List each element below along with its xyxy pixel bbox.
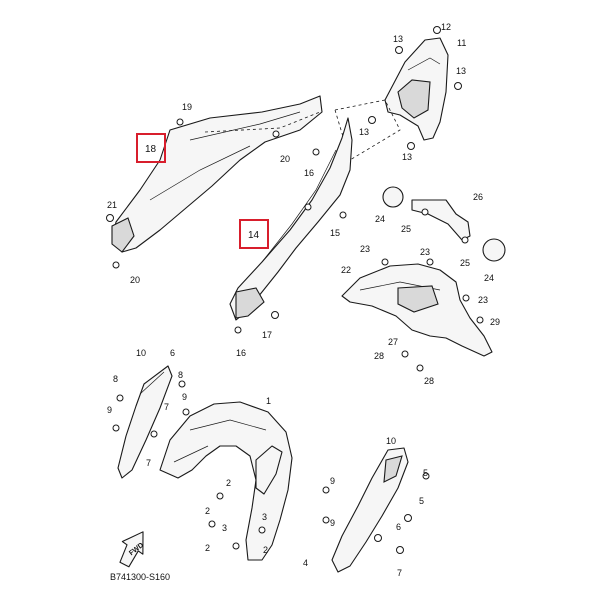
callout-1: 1: [266, 396, 271, 406]
callout-8: 8: [178, 370, 183, 380]
callout-labels: 12 11 13 13 13 13 19 20 16 21 20 15 16 1…: [107, 22, 500, 578]
side-cover-18: [111, 95, 323, 253]
rear-fender-fasteners: [381, 258, 484, 372]
callout-10: 10: [136, 348, 146, 358]
front-fender-1: [159, 401, 293, 561]
highlight-box-18: 18: [136, 133, 166, 163]
callout-28: 28: [374, 351, 384, 361]
center-fork-guard: [255, 445, 283, 495]
callout-23: 23: [420, 247, 430, 257]
callout-7: 7: [397, 568, 402, 578]
callout-2: 2: [205, 543, 210, 553]
callout-3: 3: [262, 512, 267, 522]
highlight-frame-14: [239, 219, 269, 249]
callout-6: 6: [170, 348, 175, 358]
callout-10: 10: [386, 436, 396, 446]
side-cover-14-fasteners: [234, 203, 347, 334]
callout-9: 9: [182, 392, 187, 402]
lower-fasteners: [112, 380, 430, 554]
highlight-box-14: 14: [239, 219, 269, 249]
callout-28: 28: [424, 376, 434, 386]
callout-3: 3: [222, 523, 227, 533]
callout-9: 9: [107, 405, 112, 415]
reflector-assembly: [382, 186, 506, 262]
callout-5: 5: [419, 496, 424, 506]
callout-2: 2: [226, 478, 231, 488]
left-fork-cover: [117, 365, 173, 479]
callout-29: 29: [490, 317, 500, 327]
callout-11: 11: [457, 38, 466, 48]
callout-25: 25: [401, 224, 411, 234]
rear-frame-bracket: [334, 37, 449, 161]
side-cover-18-fasteners: [106, 118, 320, 269]
callout-2: 2: [205, 506, 210, 516]
callout-23: 23: [360, 244, 370, 254]
callout-27: 27: [388, 337, 398, 347]
callout-16: 16: [236, 348, 246, 358]
callout-2: 2: [263, 545, 268, 555]
callout-13: 13: [456, 66, 466, 76]
callout-8: 8: [113, 374, 118, 384]
right-fork-cover: [331, 447, 409, 573]
callout-12: 12: [441, 22, 451, 32]
callout-15: 15: [330, 228, 340, 238]
callout-26: 26: [473, 192, 483, 202]
highlight-frame-18: [136, 133, 166, 163]
side-cover-14: [229, 117, 353, 321]
highlight-label-14: 14: [248, 230, 260, 241]
callout-25: 25: [460, 258, 470, 268]
drawing-code: B741300-S160: [110, 572, 170, 582]
callout-9: 9: [330, 476, 335, 486]
callout-23: 23: [478, 295, 488, 305]
highlight-label-18: 18: [145, 144, 157, 155]
callout-7: 7: [146, 458, 151, 468]
callout-13: 13: [393, 34, 403, 44]
callout-20: 20: [280, 154, 290, 164]
callout-13: 13: [402, 152, 412, 162]
callout-9: 9: [330, 518, 335, 528]
callout-5: 5: [423, 468, 428, 478]
fwd-arrow-icon: FWD: [119, 531, 145, 568]
callout-7: 7: [164, 402, 169, 412]
rear-fender-22: [341, 263, 493, 357]
callout-6: 6: [396, 522, 401, 532]
bracket-fasteners: [368, 26, 462, 150]
callout-19: 19: [182, 102, 192, 112]
callout-24: 24: [484, 273, 494, 283]
callout-4: 4: [303, 558, 308, 568]
callout-21: 21: [107, 200, 117, 210]
callout-20: 20: [130, 275, 140, 285]
callout-16: 16: [304, 168, 314, 178]
callout-17: 17: [262, 330, 272, 340]
callout-22: 22: [341, 265, 351, 275]
callout-24: 24: [375, 214, 385, 224]
callout-13: 13: [359, 127, 369, 137]
